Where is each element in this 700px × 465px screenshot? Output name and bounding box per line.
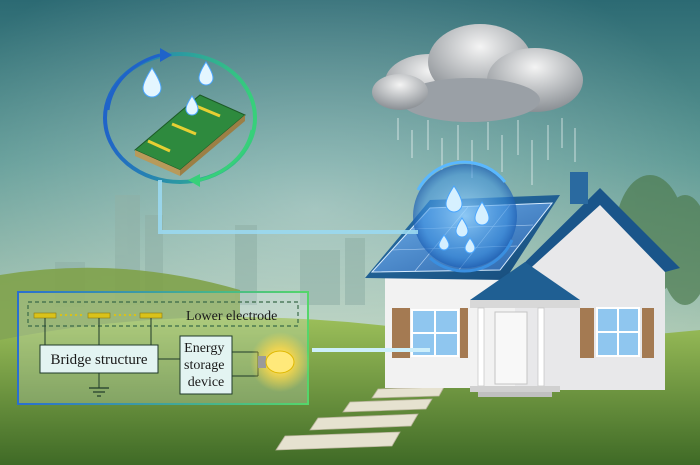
chimney (570, 172, 588, 204)
porch-roof (470, 262, 580, 300)
electrode-bars (33, 312, 163, 319)
lower-electrode-frame (27, 301, 299, 327)
energy-storage-line-3: device (188, 375, 225, 390)
front-door (494, 311, 528, 385)
energy-storage-label: Energy storage device (184, 341, 228, 390)
ground-icon (89, 387, 109, 397)
bridge-structure-label: Bridge structure (50, 352, 147, 368)
cloud-icon (372, 24, 583, 122)
energy-storage-line-2: storage (184, 358, 224, 373)
energy-storage-line-1: Energy (184, 341, 224, 356)
sensor-device-ring (103, 48, 257, 187)
lower-electrode-label: Lower electrode (186, 309, 277, 324)
raindrop-icon (142, 61, 214, 116)
house-window-right (580, 307, 654, 358)
rain-streaks (397, 118, 576, 185)
connector-line (158, 180, 418, 234)
rain-sensor-orb (413, 160, 517, 273)
energy-storage-box (179, 335, 233, 395)
sensor-device-icon (134, 94, 246, 176)
light-bulb-icon (250, 332, 310, 392)
raindrop-icon (438, 185, 490, 254)
